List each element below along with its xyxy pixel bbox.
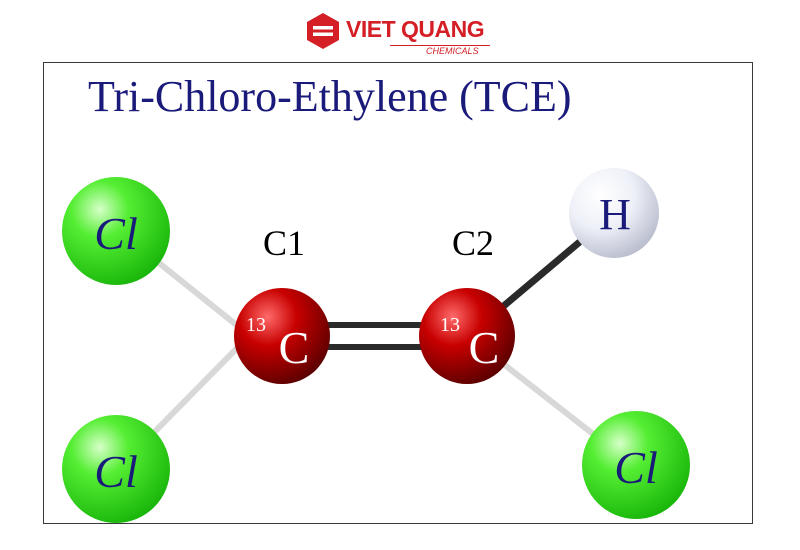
brand-underline <box>390 45 490 46</box>
chlorine-label-bottom-left: Cl <box>94 446 137 497</box>
chlorine-label-bottom-right: Cl <box>614 442 657 493</box>
diagram-title: Tri-Chloro-Ethylene (TCE) <box>88 72 572 121</box>
carbon-label-c2: C2 <box>452 223 494 263</box>
diagram-frame: Tri-Chloro-Ethylene (TCE) <box>43 62 753 524</box>
carbon-symbol-c1: C <box>279 322 310 373</box>
carbon-isotope-c1: 13 <box>246 314 266 336</box>
hydrogen-label: H <box>599 190 631 239</box>
carbon-label-c1: C1 <box>263 223 305 263</box>
chlorine-label-top-left: Cl <box>94 208 137 259</box>
chlorine-atom-top-left <box>62 177 170 285</box>
carbon-atom-c2 <box>419 288 515 384</box>
carbon-atom-c1 <box>234 288 330 384</box>
carbon-symbol-c2: C <box>469 322 500 373</box>
carbon-isotope-c2: 13 <box>440 314 460 336</box>
brand-logo: VIET QUANG CHEMICALS <box>300 10 500 56</box>
viet-quang-logo-icon <box>307 13 339 49</box>
hydrogen-atom <box>569 168 659 258</box>
molecule-diagram: Cl Cl Cl H 13 C 13 C C1 C2 <box>62 168 690 523</box>
brand-name: VIET QUANG <box>346 16 485 42</box>
chlorine-atom-bottom-left <box>62 415 170 523</box>
chlorine-atom-bottom-right <box>582 411 690 519</box>
brand-subtitle: CHEMICALS <box>426 46 479 56</box>
